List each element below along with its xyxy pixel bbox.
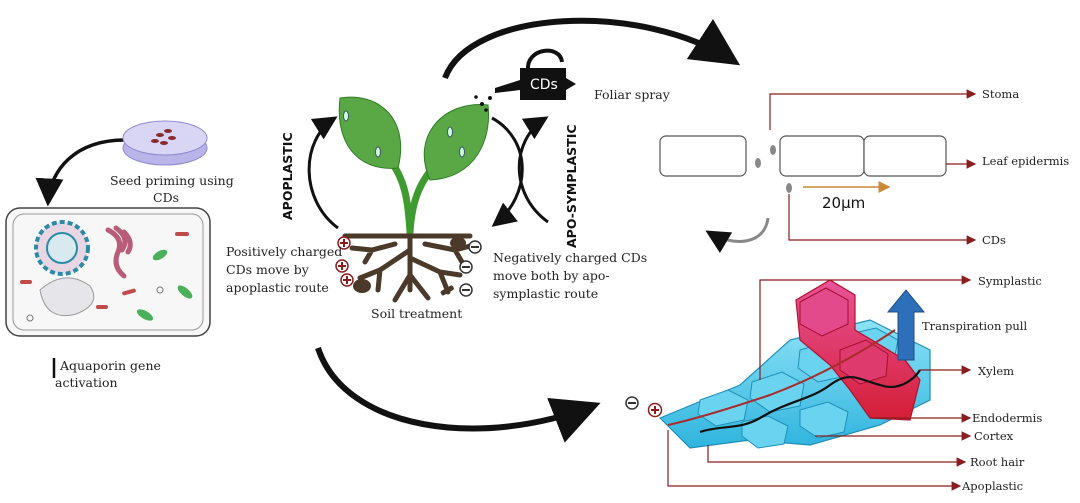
root-hair-callout <box>707 445 967 467</box>
transpiration-pull-arrow <box>886 289 926 361</box>
stoma-label: Stoma <box>982 87 1019 101</box>
apoplastic-bottom-label: Apoplastic <box>961 479 1023 493</box>
root-hair-label: Root hair <box>970 455 1025 469</box>
bottom-curved-arrow <box>315 347 601 443</box>
positive-label-3: apoplastic route <box>226 280 329 295</box>
aquaporin-label-2: activation <box>55 375 118 390</box>
scale-bar-label: 20μm <box>822 194 865 212</box>
positive-charge-icon <box>340 273 354 287</box>
positive-label-2: CDs move by <box>226 262 310 277</box>
seed-to-cell-arrow <box>35 138 126 207</box>
apoplastic-callout <box>667 430 962 491</box>
negative-label-3: symplastic route <box>493 286 598 301</box>
negative-label-2: move both by apo- <box>493 268 610 283</box>
aquaporin-label-1: Aquaporin gene <box>59 358 161 373</box>
cortex-label: Cortex <box>974 429 1014 443</box>
negative-charge-icon <box>459 283 473 297</box>
negative-label-1: Negatively charged CDs <box>493 250 647 265</box>
positive-charge-icon <box>337 236 351 250</box>
symplastic-label: Symplastic <box>978 274 1042 288</box>
negative-charge-icon <box>459 260 473 274</box>
positive-charge-icons <box>335 236 354 287</box>
petri-dish-icon <box>122 120 208 166</box>
root-charge-icons <box>625 396 663 418</box>
apo-symplastic-loop-arrows <box>491 116 549 227</box>
watering-can-label: CDs <box>530 77 558 93</box>
apoplastic-vertical-label: APOPLASTIC <box>280 132 295 220</box>
uptake-curved-arrow <box>705 217 770 254</box>
cell-icon <box>5 207 211 337</box>
foliar-spray-label: Foliar spray <box>594 87 671 102</box>
positive-charge-icon <box>647 402 663 418</box>
cds-callout <box>788 194 977 245</box>
seed-priming-label-1: Seed priming using <box>110 173 234 188</box>
leaf-epidermis-label: Leaf epidermis <box>982 154 1069 168</box>
top-curved-arrow <box>442 17 741 80</box>
root-cross-section-icon <box>658 279 931 449</box>
cds-label: CDs <box>982 233 1006 247</box>
positive-label-1: Positively charged <box>226 244 342 259</box>
negative-charge-icon <box>468 240 482 254</box>
seed-priming-label-2: CDs <box>153 190 179 205</box>
soil-roots-icon <box>342 233 473 303</box>
negative-charge-icons <box>459 240 482 297</box>
transpiration-pull-label: Transpiration pull <box>922 319 1027 333</box>
negative-charge-icon <box>625 396 639 410</box>
symplastic-callout <box>759 275 972 380</box>
apoplastic-loop-arrow <box>307 116 339 230</box>
endodermis-label: Endodermis <box>972 411 1042 425</box>
watering-can-icon <box>474 48 576 112</box>
leaf-epidermis-icon <box>659 135 947 193</box>
positive-charge-icon <box>335 259 349 273</box>
soil-treatment-label: Soil treatment <box>371 306 462 321</box>
xylem-label: Xylem <box>978 364 1014 378</box>
stoma-callout <box>769 89 977 130</box>
plant-icon <box>338 96 490 236</box>
apo-symplastic-vertical-label: APO-SYMPLASTIC <box>564 124 579 248</box>
